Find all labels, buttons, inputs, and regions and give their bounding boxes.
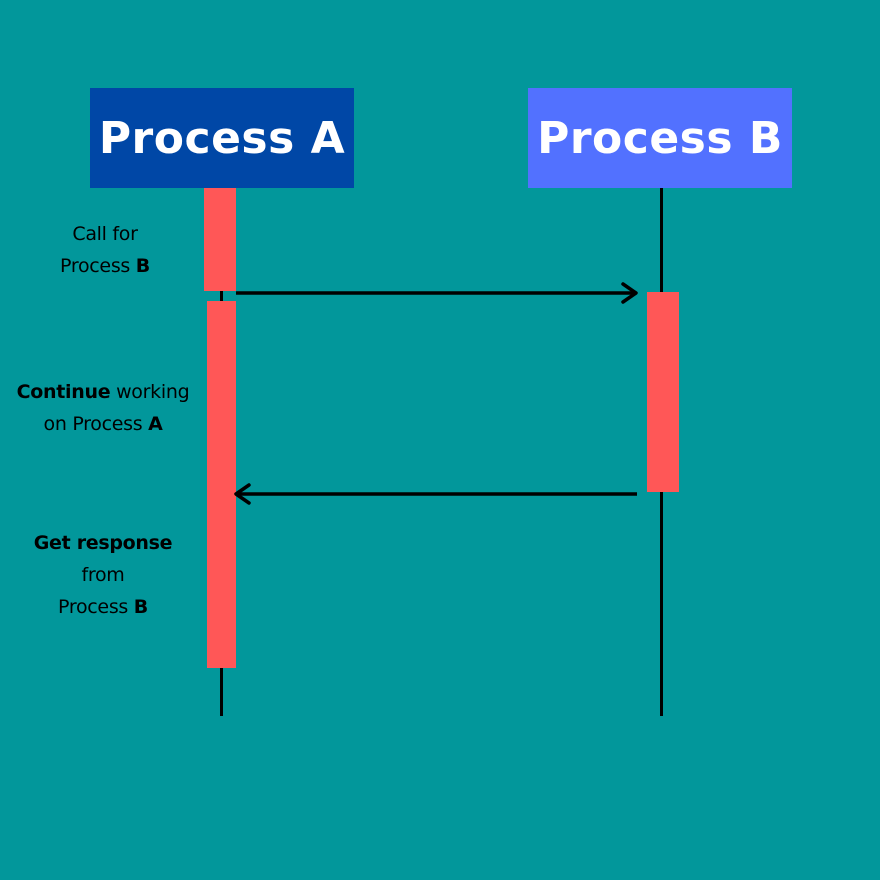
continue-note-line2: on Process A [43, 413, 163, 435]
process-a-box: Process A [90, 88, 354, 188]
process-b-activation [647, 292, 679, 492]
process-a-activation-call [204, 188, 236, 291]
process-b-box: Process B [528, 88, 792, 188]
call-note-line1: Call for [72, 223, 138, 245]
response-note-line1: Get response [33, 532, 173, 554]
call-note-line2: Process B [60, 255, 150, 277]
call-note: Call for Process B [30, 218, 180, 282]
process-a-label: Process A [98, 112, 346, 164]
process-b-label: Process B [537, 112, 783, 164]
call-arrow [236, 282, 638, 304]
response-arrow [234, 483, 637, 505]
process-a-activation-continue [207, 301, 236, 668]
response-note-line2: from [81, 564, 125, 586]
continue-note-line1: Continue working [16, 381, 190, 403]
response-note-line3: Process B [58, 596, 148, 618]
continue-note: Continue working on Process A [8, 376, 198, 440]
response-note: Get response from Process B [18, 527, 188, 623]
